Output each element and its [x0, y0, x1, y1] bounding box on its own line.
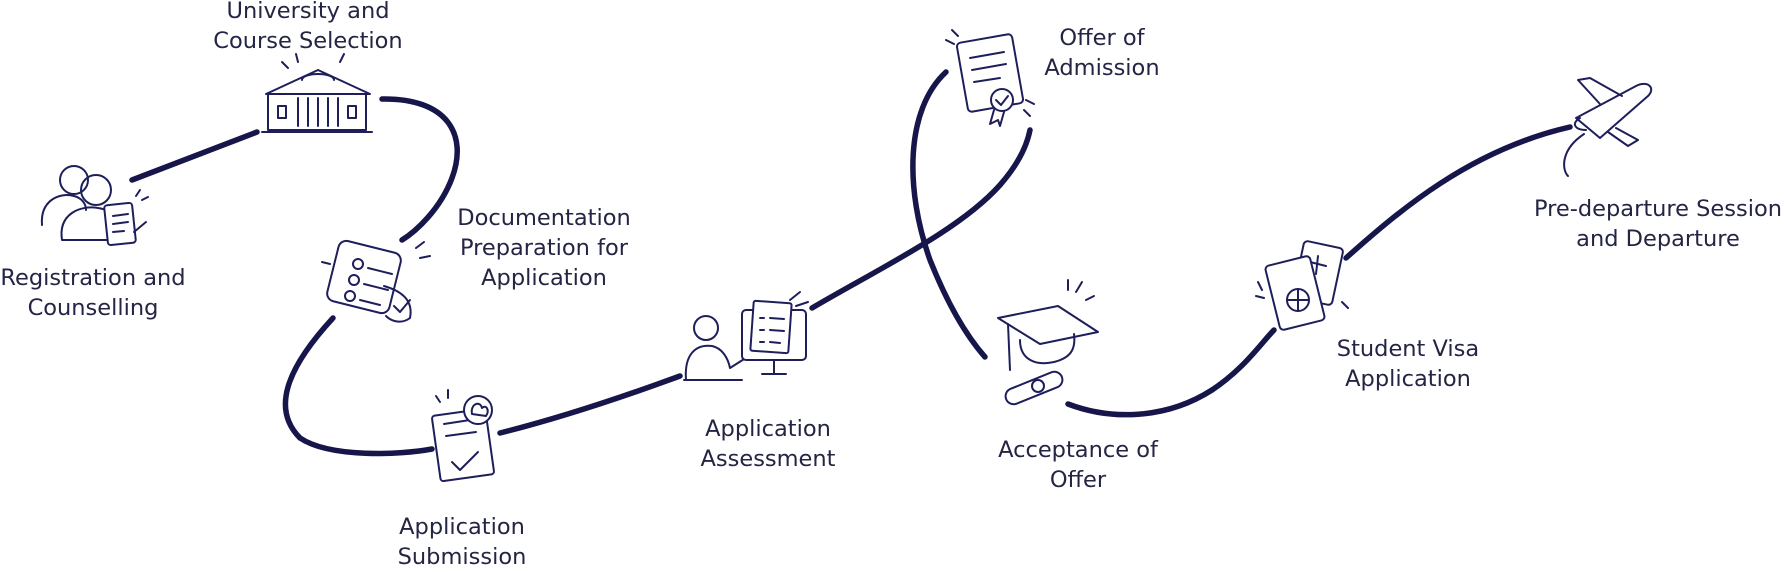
step-label-submission: Application Submission	[382, 512, 542, 572]
step-label-line: Acceptance of	[998, 437, 1158, 463]
step-label-line: Submission	[397, 544, 527, 570]
step-label-departure: Pre-departure Session and Departure	[1532, 194, 1784, 254]
path-segment-8	[1343, 124, 1573, 261]
step-label-acceptance: Acceptance of Offer	[982, 435, 1174, 495]
path-segment-1	[129, 129, 260, 183]
submitted-document-icon	[431, 389, 495, 483]
step-label-university: University and Course Selection	[208, 0, 408, 56]
step-label-line: Admission	[1044, 55, 1160, 81]
step-label-line: Assessment	[700, 446, 836, 472]
path-segment-5	[809, 127, 1033, 311]
path-segment-7	[1065, 327, 1277, 418]
step-label-line: Counselling	[27, 295, 159, 321]
step-label-line: Course Selection	[213, 28, 403, 54]
passport-and-ticket-icon	[1255, 240, 1349, 331]
step-label-line: Application	[705, 416, 831, 442]
step-label-line: Preparation for	[459, 235, 629, 261]
university-building-icon	[261, 53, 373, 133]
step-label-line: Documentation	[457, 205, 631, 231]
graduation-cap-and-diploma-icon	[997, 279, 1099, 406]
step-label-line: and Departure	[1576, 226, 1740, 252]
path-segment-2	[379, 96, 460, 243]
step-label-offer: Offer of Admission	[1032, 23, 1172, 83]
people-with-clipboard-icon	[40, 165, 149, 247]
path-segment-6	[910, 69, 988, 360]
airplane-icon	[1563, 77, 1653, 177]
step-label-line: University and	[226, 0, 390, 24]
step-label-line: Offer	[1049, 467, 1107, 493]
step-label-line: Registration and	[0, 265, 186, 291]
checklist-document-icon	[321, 239, 431, 323]
step-label-line: Application	[1345, 366, 1471, 392]
step-label-visa: Student Visa Application	[1326, 334, 1490, 394]
step-label-registration: Registration and Counselling	[0, 263, 186, 323]
certificate-icon	[945, 29, 1035, 127]
path-segment-4	[497, 373, 683, 436]
path-segment-3	[282, 315, 435, 457]
step-label-line: Student Visa	[1336, 336, 1480, 362]
step-label-line: Application	[399, 514, 525, 540]
step-label-line: Application	[481, 265, 607, 291]
step-label-documentation: Documentation Preparation for Applicatio…	[448, 203, 640, 293]
step-label-line: Pre-departure Session	[1533, 196, 1783, 222]
step-label-line: Offer of	[1059, 25, 1145, 51]
step-label-assessment: Application Assessment	[688, 414, 848, 474]
person-at-screen-icon	[683, 291, 809, 381]
